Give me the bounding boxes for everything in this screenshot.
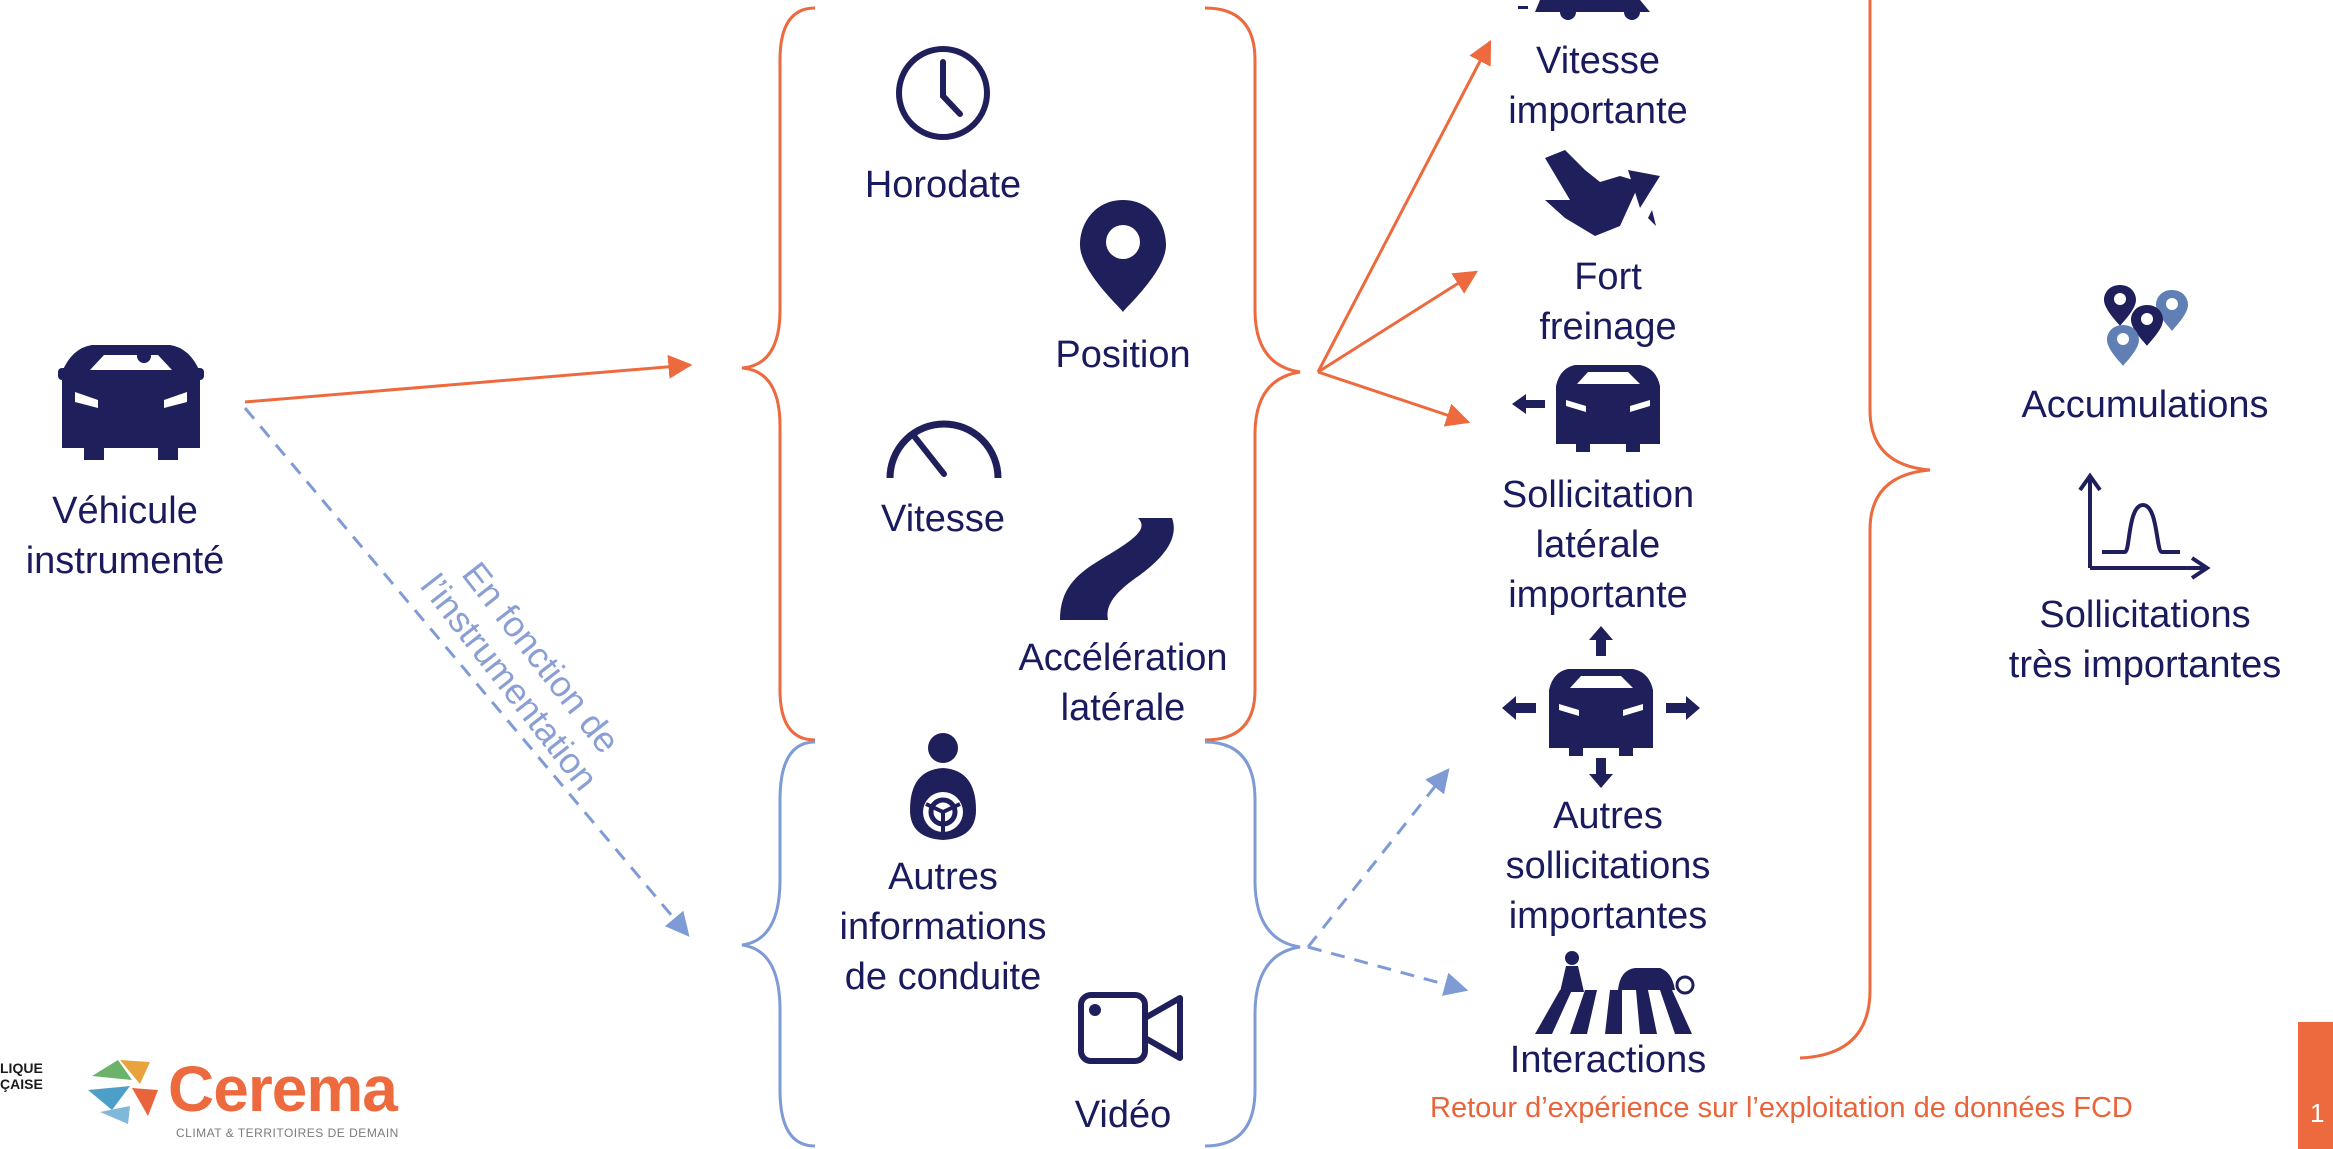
brace-other-right [1204, 740, 1301, 1148]
brake-pedal-icon [1545, 150, 1660, 236]
high-speed-label: Vitesse importante [1508, 40, 1688, 132]
clock-icon [896, 46, 990, 140]
hard-braking-label: Fort freinage [1539, 256, 1677, 348]
timestamp-label: Horodate [864, 164, 1022, 206]
curve-graph-icon [2078, 472, 2211, 580]
brace-aggregation [1799, 0, 1931, 1060]
vehicle-label: Véhicule instrumenté [25, 490, 225, 582]
accumulations-label: Accumulations [2021, 384, 2269, 426]
arrow-vehicle-to-measures [244, 354, 693, 404]
driver-wheel-icon [910, 733, 976, 840]
brace-measures-right [1204, 6, 1301, 742]
page-number-box [2298, 1022, 2333, 1149]
cerema-logo-text: Cerema [168, 1053, 398, 1125]
cerema-logo-icon [88, 1060, 158, 1124]
other-stress-label: Autres sollicitations importantes [1505, 795, 1711, 937]
map-pins-icon [2104, 285, 2188, 366]
arrow-to-high-speed [1316, 39, 1492, 373]
video-label: Vidéo [1074, 1094, 1172, 1136]
car-front-icon [58, 345, 204, 460]
lateral-stress-label: Sollicitation latérale importante [1501, 474, 1695, 616]
arrow-to-hard-braking [1317, 270, 1479, 374]
car-lateral-icon [1512, 365, 1660, 452]
speed-car-icon [1518, 0, 1650, 20]
arrow-to-interactions [1307, 945, 1469, 996]
speedometer-icon [886, 420, 1002, 479]
arrow-to-other-stress [1306, 768, 1450, 948]
road-icon [1060, 518, 1174, 620]
interactions-label: Interactions [1509, 1039, 1707, 1081]
lateral-acceleration-label: Accélération latérale [1018, 637, 1228, 729]
cerema-tagline: CLIMAT & TERRITOIRES DE DEMAIN [176, 1126, 399, 1140]
republique-text: LIQUE ÇAISE [0, 1060, 43, 1092]
video-camera-icon [1078, 992, 1183, 1064]
arrow-vehicle-to-other [243, 407, 690, 937]
map-pin-icon [1080, 200, 1166, 312]
car-arrows-icon [1502, 626, 1700, 788]
page-number: 1 [2310, 1098, 2325, 1128]
pedestrian-crossing-icon [1535, 951, 1695, 1034]
arrow-to-lateral-stress [1317, 370, 1471, 427]
position-label: Position [1055, 334, 1191, 376]
speed-label: Vitesse [881, 498, 1005, 540]
very-high-stress-label: Sollicitations très importantes [2008, 594, 2282, 686]
footer-title: Retour d’expérience sur l’exploitation d… [1430, 1092, 2133, 1124]
brace-other [741, 740, 816, 1148]
brace-measures [741, 6, 816, 742]
other-driving-info-label: Autres informations de conduite [839, 856, 1047, 998]
